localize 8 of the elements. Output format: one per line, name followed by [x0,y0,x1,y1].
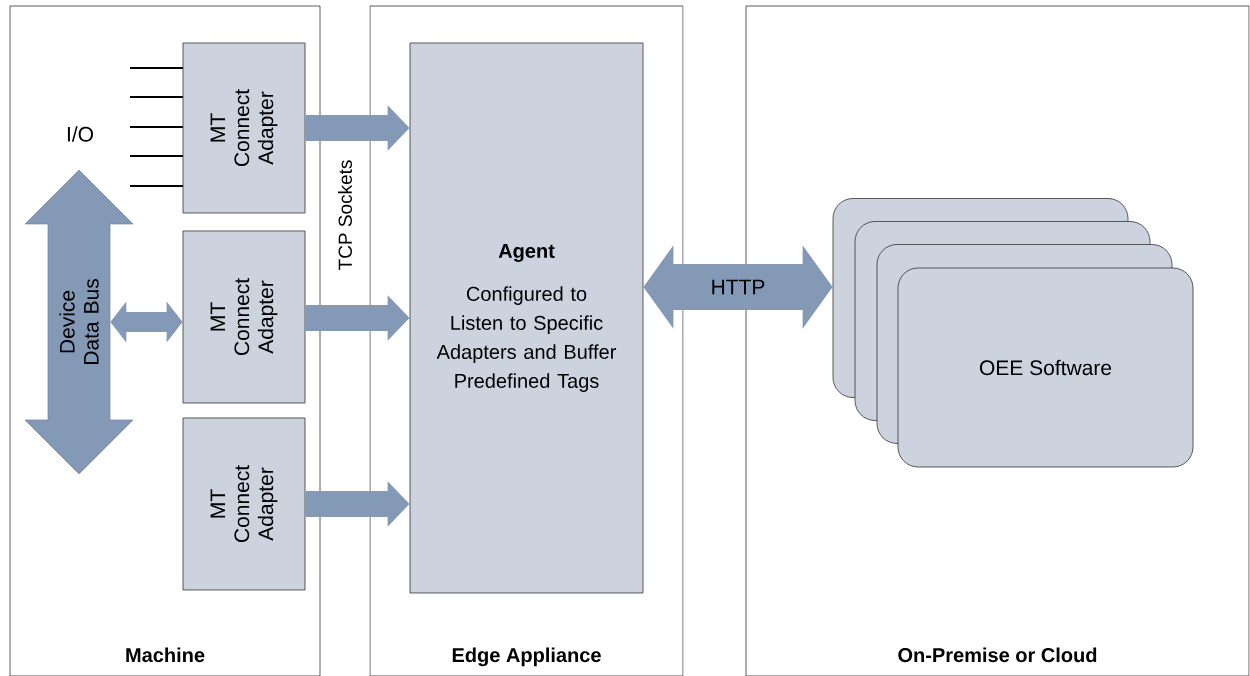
label: TCP Sockets [338,160,352,270]
agent-box: Agent Configured to Listen to Specific Adapters and Buffer Predefined Tags [409,42,644,594]
adapter-box: MT Connect Adapter [182,230,306,404]
label: I/O [67,126,93,142]
card-stack: OEE Software [832,198,1194,468]
block-arrow [110,301,183,343]
adapter-box: MT Connect Adapter [182,42,306,214]
adapter-box: MT Connect Adapter [182,417,306,591]
